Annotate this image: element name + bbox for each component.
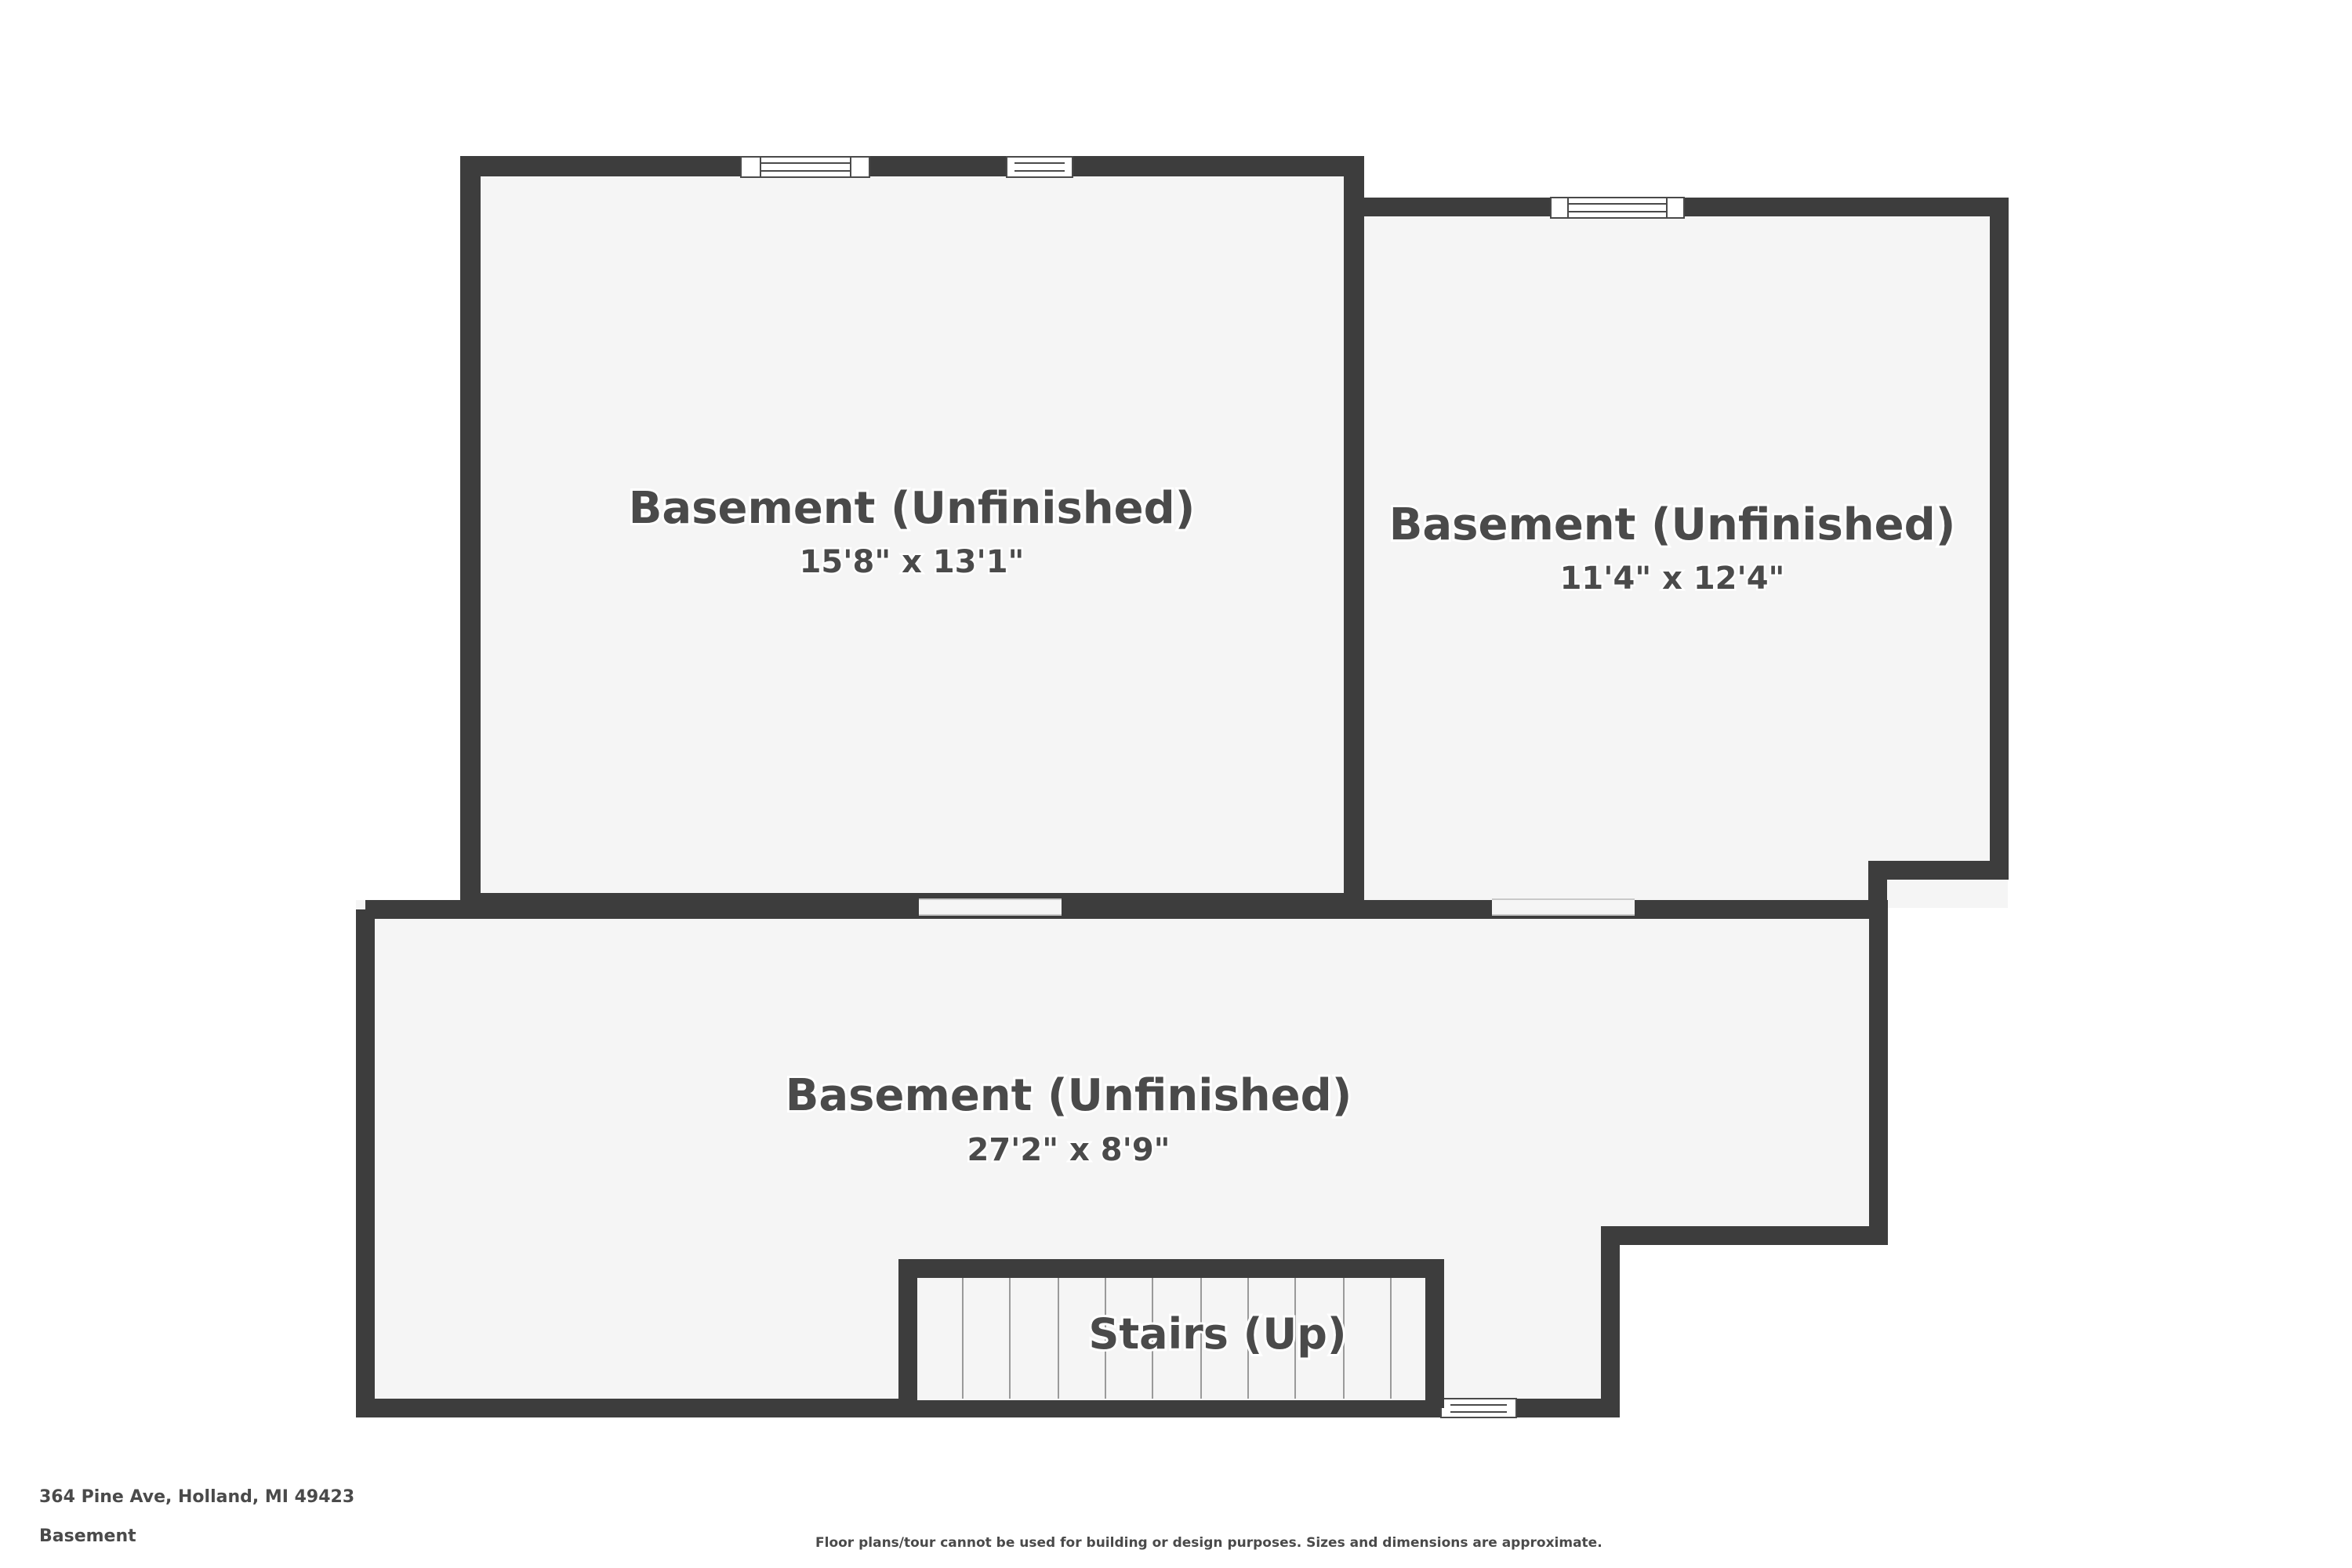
room-dimensions-top-right: 11'4" x 12'4" [1560, 561, 1785, 597]
room-dimensions-bottom: 27'2" x 8'9" [967, 1132, 1171, 1168]
property-address: 364 Pine Ave, Holland, MI 49423 [39, 1487, 355, 1507]
stairs-label: Stairs (Up) [1088, 1309, 1346, 1359]
room-floor-bottom [356, 900, 1888, 1417]
walls [356, 156, 2009, 1417]
room-dimensions-top-left: 15'8" x 13'1" [800, 544, 1025, 580]
room-name-bottom: Basement (Unfinished) [786, 1070, 1352, 1121]
room-name-top-right: Basement (Unfinished) [1389, 499, 1956, 550]
floor-name: Basement [39, 1526, 136, 1546]
doorway-right [1492, 898, 1635, 916]
stair-treads [962, 1278, 1392, 1399]
doorway-left [919, 898, 1062, 916]
room-floor-top-left [461, 157, 1363, 908]
window-top-left-2 [1006, 156, 1073, 178]
wall-room-top-right [1354, 198, 2009, 903]
window-top-left-1 [740, 156, 870, 178]
room-floor-top-right [1363, 198, 2008, 908]
stairs [898, 1259, 1444, 1408]
room-name-top-left: Basement (Unfinished) [629, 483, 1196, 534]
window-bottom [1440, 1398, 1517, 1418]
disclaimer-text: Floor plans/tour cannot be used for buil… [815, 1535, 1602, 1551]
window-top-right [1550, 197, 1685, 219]
wall-room-bottom [356, 900, 1888, 1417]
